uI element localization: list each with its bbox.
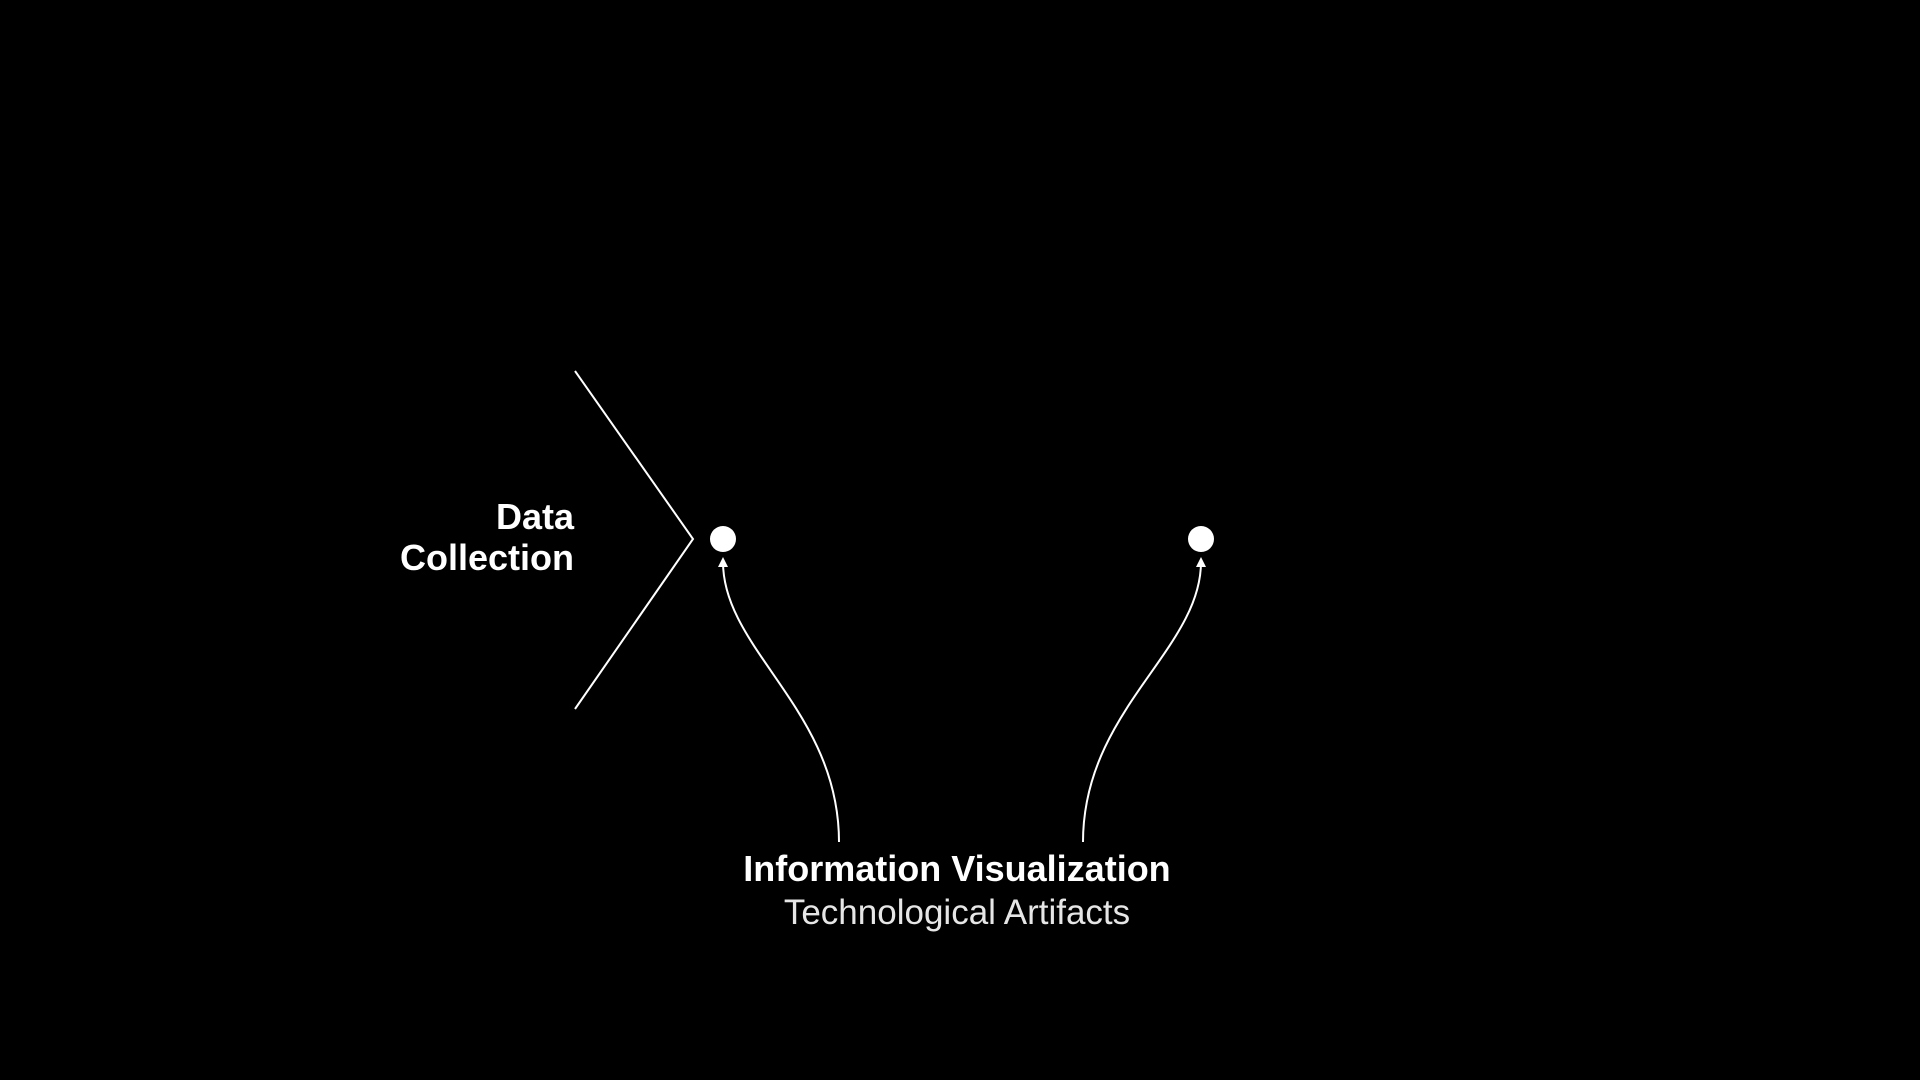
caption-title: Information Visualization	[743, 848, 1171, 889]
connector-arrow-left	[718, 557, 840, 843]
connector-arrow-right	[1082, 557, 1206, 843]
caption-subtitle: Technological Artifacts	[783, 893, 1131, 932]
stage-label-data-collection: Data Collection	[314, 496, 574, 578]
node-right	[1188, 526, 1214, 552]
node-left	[710, 526, 736, 552]
stage-label-line2: Collection	[399, 537, 574, 578]
stage-label-line1: Data	[495, 496, 574, 537]
chevron-bracket	[574, 370, 695, 710]
